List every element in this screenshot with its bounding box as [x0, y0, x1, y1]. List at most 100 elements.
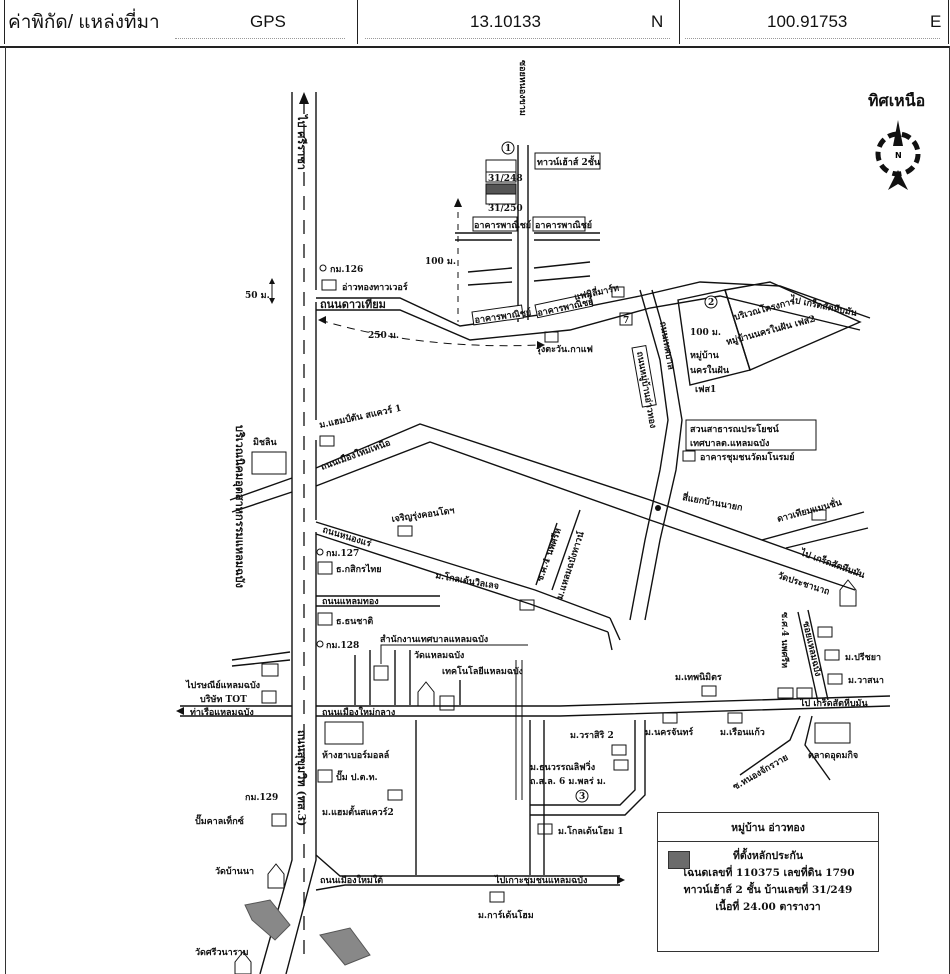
- housing-icon: [319, 435, 335, 447]
- temple-icon: [267, 863, 285, 889]
- sukhumvit-road-label: ถนนสุขุมวิท (ทล.3): [294, 730, 308, 826]
- longitude-direction: E: [930, 12, 942, 31]
- charoen-rung-condo-label: เจริญรุ่งคอนโดฯ: [391, 504, 455, 525]
- townhouse-label: ทาวน์เฮ้าส์ 2ชั้น: [537, 155, 601, 168]
- village-phase1-label-a: หมู่บ้าน: [690, 350, 720, 361]
- distance-50m: 50 ม.: [245, 291, 270, 301]
- housing-icon: [662, 712, 678, 724]
- michelin-building-icon: [251, 451, 287, 475]
- legend-box: หมู่บ้าน อ่าวทอง ที่ตั้งหลักประกัน โฉนดเ…: [657, 812, 879, 952]
- gas-station-icon: [317, 769, 333, 783]
- intersection-label: สี่แยกบ้านนายก: [681, 490, 744, 513]
- marker-1: 1: [505, 144, 511, 154]
- plot-250-label: 31/250: [488, 204, 523, 214]
- garden-home-label: ม.การ์เด้นโฮม: [478, 909, 534, 921]
- soi-nong-jakrawai-label: ซ.หนองจักรวาย: [731, 752, 790, 793]
- nakhon-chan-label: ม.นครจันทร์: [645, 726, 693, 738]
- property-block: 31/248 31/250 1 ทาวน์เฮ้าส์ 2ชั้น อาคารพ…: [472, 141, 601, 232]
- coordinate-header: ค่าพิกัด/ แหล่งที่มา GPS 13.10133 N 100.…: [0, 0, 950, 48]
- laem-thong-road: [316, 595, 440, 607]
- harbor-mall-label: ห้างฮาเบอร์มอลล์: [322, 749, 389, 761]
- kasikorn-bank-label: ธ.กสิกรไทย: [336, 563, 382, 575]
- wat-prachanat-label: วัดประชานาถ: [776, 570, 831, 597]
- distance-250m: 250 ม.: [368, 331, 399, 341]
- warasiri-label: ม.วราสิริ 2: [570, 730, 614, 741]
- housing-icon: [537, 823, 553, 835]
- housing-icon: [701, 685, 717, 697]
- wat-siri-wanaram-label: วัดศรีวนาราม: [195, 947, 249, 958]
- ptt-station-label: ปั๊ม ป.ต.ท.: [336, 770, 378, 783]
- latitude-value: 13.10133: [470, 12, 541, 31]
- nong-rae-road: [315, 521, 611, 619]
- aow-thong-tower-label: อ่าวทองทาวเวอร์: [342, 281, 408, 293]
- rung-tawan-cafe-label: รุ้งตะวัน.กาแฟ: [536, 344, 593, 355]
- hampton-square-2-label: ม.แฮมตั้นสแควร์2: [322, 805, 394, 818]
- housing-icon: [519, 599, 535, 611]
- village-phase1-label-c: เฟส1: [695, 384, 716, 395]
- commercial-building-2: อาคารพาณิชย์: [535, 219, 592, 231]
- canal-shape: [244, 899, 371, 966]
- legend-line-1: ที่ตั้งหลักประกัน: [732, 850, 804, 862]
- km126-label: กม.126: [330, 265, 363, 275]
- housing-icon: [613, 759, 629, 771]
- mueang-mai-tai-road: [315, 854, 620, 891]
- bank-icon: [317, 561, 333, 575]
- longitude-value: 100.91753: [767, 12, 848, 31]
- project-area-label: บริเวณโครงการ: [733, 295, 797, 323]
- harbor-mall-icon: [324, 721, 364, 745]
- mueang-mai-klang-road: [316, 695, 891, 717]
- legend-line-4: เนื้อที่ 24.00 ตารางวา: [715, 901, 821, 913]
- seven-eleven-label: 7: [623, 316, 629, 326]
- commercial-building-1: อาคารพาณิชย์: [474, 219, 531, 231]
- coordinate-source-label: ค่าพิกัด/ แหล่งที่มา: [8, 12, 160, 33]
- plot-248-label: 31/248: [488, 174, 523, 184]
- to-sattahip-label-3: ไป เกร็ดสัตหีบมัน: [799, 696, 868, 709]
- industrial-estate-label: บริเวณนิคมอุตสาหกรรมแหลมฉบัง: [232, 425, 246, 588]
- michelin-label: มิชลิน: [253, 437, 278, 448]
- housing-icon: [817, 626, 833, 638]
- collateral-swatch: [668, 851, 690, 869]
- mueang-mai-tai-road-label: ถนนเมืองใหม่ใต้: [320, 874, 383, 886]
- tot-label: บริษัท TOT: [200, 694, 247, 705]
- collateral-plot: [485, 183, 517, 195]
- tot-building-icon: [261, 690, 277, 704]
- soi-laem-label: ซ.ศ.4 นพศรีห: [534, 527, 564, 583]
- udom-market-label: ตลาดอุดมกิจ: [808, 750, 858, 761]
- laem-thong-road-label: ถนนแหลมทอง: [322, 597, 379, 607]
- community-building-icon: [682, 450, 696, 462]
- public-park-label-a: สวนสาธารณประโยชน์: [690, 423, 780, 435]
- post-office-icon: [261, 663, 279, 677]
- soi-near-marker-3: ถ.ส.ล. 6 ม.พลร่ ม.: [530, 776, 606, 787]
- village-phase1-label-b: นครในฝัน: [690, 364, 730, 376]
- railway: [515, 660, 523, 800]
- municipality-office-label: สำนักงานเทศบาลแหลมฉบัง: [380, 634, 488, 645]
- thanachart-bank-label: ธ.ธนชาติ: [336, 616, 373, 627]
- legend-title: หมู่บ้าน อ่าวทอง: [658, 813, 878, 842]
- to-sattahip-label-2: ไป เกร็ดสัตหีบมัน: [798, 545, 868, 581]
- distance-100m-right: 100 ม.: [690, 328, 721, 338]
- technology-school-label: เทคโนโลยีแหลมฉบัง: [442, 665, 523, 677]
- shop-icon: [796, 687, 813, 699]
- wat-ban-na-label: วัดบ้านนา: [215, 866, 254, 877]
- mueang-mai-klang-road-label: ถนนเมืองใหม่กลาง: [322, 706, 395, 718]
- public-park-label-b: เทศบาลต.แหลมฉบัง: [690, 438, 769, 449]
- km127-label: กม.127: [326, 549, 359, 559]
- km128-label: กม.128: [326, 641, 359, 651]
- gas-station-icon: [271, 813, 287, 827]
- soi-laem-chabang-label: ซอยแหลมฉบัง: [800, 620, 823, 677]
- community-building-label: อาคารชุมชนวัดมโนรมย์: [700, 451, 795, 463]
- shop-icon: [777, 687, 794, 699]
- ruean-kaeo-label: ม.เรือนแก้ว: [720, 726, 765, 738]
- project-area-boundary: [724, 281, 862, 371]
- cafe-icon: [544, 331, 559, 343]
- housing-icon: [611, 744, 627, 756]
- legend-line-3: ทาวน์เฮ้าส์ 2 ชั้น บ้านเลขที่ 31/249: [683, 884, 853, 896]
- housing-icon: [727, 712, 743, 724]
- legend-line-2: โฉนดเลขที่ 110375 เลขที่ดิน 1790: [681, 867, 855, 879]
- golden-village-label: ม.โกลเด้นวิลเลจ: [434, 569, 499, 592]
- family-mart-label: แฟมิลี่มาร์ท: [573, 281, 620, 303]
- housing-icon: [811, 509, 827, 521]
- hampton-square-1-label: ม.แฮมป์ตัน สแควร์ 1: [318, 402, 402, 431]
- soi-label-2: ซ.ศ.4 นพศรีห: [779, 612, 790, 668]
- village-road: [629, 289, 669, 621]
